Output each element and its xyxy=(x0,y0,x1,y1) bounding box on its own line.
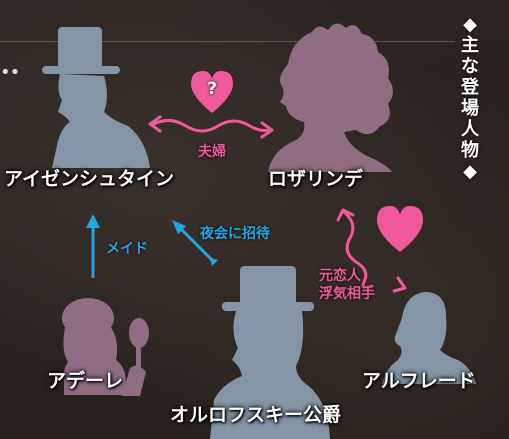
character-name-eisenstein: アイゼンシュタイン xyxy=(4,168,175,190)
relation-label-ex-lover: 元恋人 xyxy=(319,268,361,284)
relation-label-maid: メイド xyxy=(106,241,148,257)
character-name-orlofsky: オルロフスキー公爵 xyxy=(170,404,342,426)
maid-arrow xyxy=(86,214,100,278)
rosalinde-silhouette xyxy=(268,23,393,172)
vertical-title-char: ◆ xyxy=(463,161,477,182)
vertical-title-char: ◆ xyxy=(463,14,477,35)
vertical-title-char: 登 xyxy=(461,77,479,98)
eisenstein-silhouette xyxy=(42,27,150,168)
alfred-silhouette xyxy=(382,292,476,384)
heart-icon xyxy=(377,206,423,252)
vertical-title: ◆主な登場人物◆ xyxy=(460,14,480,182)
header-divider-line xyxy=(0,41,455,42)
ellipsis-mark: •• xyxy=(0,62,20,83)
heart-question-mark: ? xyxy=(207,79,217,99)
vertical-title-char: な xyxy=(461,56,479,77)
vertical-title-char: 物 xyxy=(461,140,479,161)
adele-silhouette xyxy=(62,298,149,396)
character-name-rosalinde: ロザリンデ xyxy=(268,168,364,190)
relation-label-affair: 浮気相手 xyxy=(319,286,375,302)
character-name-alfred: アルフレード xyxy=(362,370,476,392)
relation-label-couple: 夫婦 xyxy=(198,144,226,160)
orlofsky-silhouette xyxy=(210,266,330,439)
couple-arrow xyxy=(148,115,274,139)
relation-label-invite: 夜会に招待 xyxy=(200,226,270,242)
ex-lover-arrow xyxy=(336,208,407,293)
vertical-title-char: 場 xyxy=(461,98,479,119)
heart-question-icon xyxy=(191,71,233,113)
vertical-title-char: 主 xyxy=(461,35,479,56)
invite-arrow xyxy=(172,220,218,266)
vertical-title-char: 人 xyxy=(461,119,479,140)
character-name-adele: アデーレ xyxy=(47,370,124,392)
